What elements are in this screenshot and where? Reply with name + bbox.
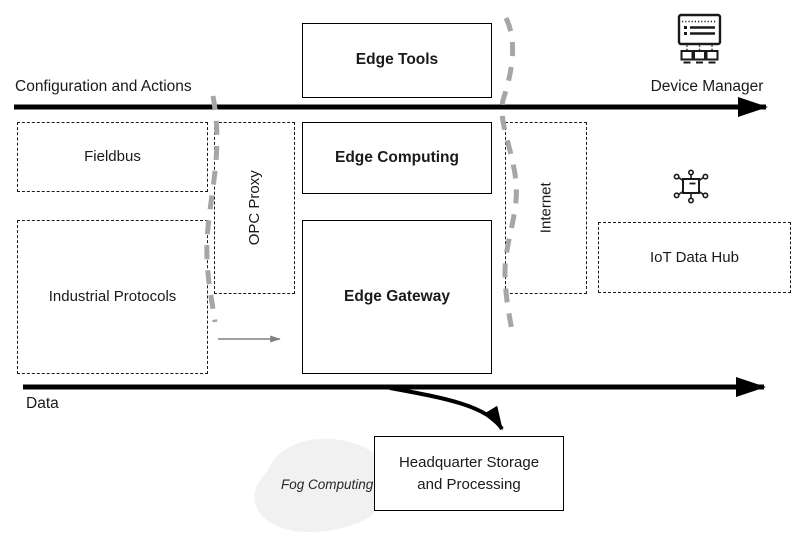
headquarter-label: Headquarter Storage and Processing xyxy=(398,453,540,493)
configuration-axis-label: Configuration and Actions xyxy=(15,78,192,95)
edge-tools-box: Edge Tools xyxy=(302,23,492,98)
fog-computing-label: Fog Computing xyxy=(281,477,374,492)
iot-data-hub-label: IoT Data Hub xyxy=(650,248,739,266)
data-axis-label: Data xyxy=(26,395,59,412)
iot-hub-icon xyxy=(673,169,709,204)
internet-box: Internet xyxy=(505,122,587,294)
edge-tools-label: Edge Tools xyxy=(355,51,439,69)
headquarter-box: Headquarter Storage and Processing xyxy=(374,436,564,511)
data-to-headquarter-arrow xyxy=(389,386,504,431)
industrial-protocols-label: Industrial Protocols xyxy=(48,288,177,306)
edge-computing-box: Edge Computing xyxy=(302,122,492,194)
iot-data-hub-box: IoT Data Hub xyxy=(598,222,791,293)
device-manager-label: Device Manager xyxy=(650,78,764,95)
fieldbus-label: Fieldbus xyxy=(84,148,141,166)
industrial-protocols-box: Industrial Protocols xyxy=(17,220,208,374)
device-manager-icon xyxy=(677,13,722,64)
edge-gateway-label: Edge Gateway xyxy=(344,287,450,305)
fieldbus-box: Fieldbus xyxy=(17,122,208,192)
edge-gateway-box: Edge Gateway xyxy=(302,220,492,374)
edge-computing-label: Edge Computing xyxy=(335,148,459,166)
opc-proxy-label: OPC Proxy xyxy=(245,170,263,246)
internet-label: Internet xyxy=(537,182,555,234)
opc-proxy-box: OPC Proxy xyxy=(214,122,295,294)
